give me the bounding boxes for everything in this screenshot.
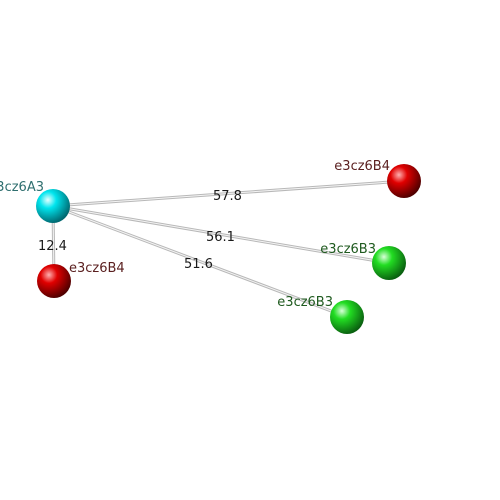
edge-label-56-1: 56.1 [206, 230, 235, 245]
node-label-e3cz6b3-mid: e3cz6B3 [320, 242, 376, 257]
edge-a3-b3-low: 51.6 [52, 204, 348, 319]
edge-a3-b4-top: 57.8 [52, 179, 405, 208]
node-e3cz6b3-mid[interactable]: e3cz6B3 [320, 242, 406, 280]
edge-a3-b3-mid: 56.1 [52, 204, 390, 265]
node-label-e3cz6b3-low: e3cz6B3 [277, 295, 333, 310]
node-sphere[interactable] [330, 300, 364, 334]
node-e3cz6b4-top[interactable]: e3cz6B4 [334, 159, 421, 198]
edge-label-12-4: 12.4 [38, 239, 67, 254]
node-label-e3cz6a3: e3cz6A3 [0, 180, 44, 195]
node-e3cz6b4-low[interactable]: e3cz6B4 [37, 261, 125, 298]
node-sphere[interactable] [387, 164, 421, 198]
node-sphere[interactable] [372, 246, 406, 280]
node-sphere[interactable] [37, 264, 71, 298]
edge-label-57-8: 57.8 [213, 189, 242, 204]
node-label-e3cz6b4-low: e3cz6B4 [69, 261, 125, 276]
node-e3cz6b3-low[interactable]: e3cz6B3 [277, 295, 364, 334]
node-sphere[interactable] [36, 189, 70, 223]
node-label-e3cz6b4-top: e3cz6B4 [334, 159, 390, 174]
node-e3cz6a3[interactable]: e3cz6A3 [0, 180, 70, 223]
edge-label-51-6: 51.6 [184, 257, 213, 272]
